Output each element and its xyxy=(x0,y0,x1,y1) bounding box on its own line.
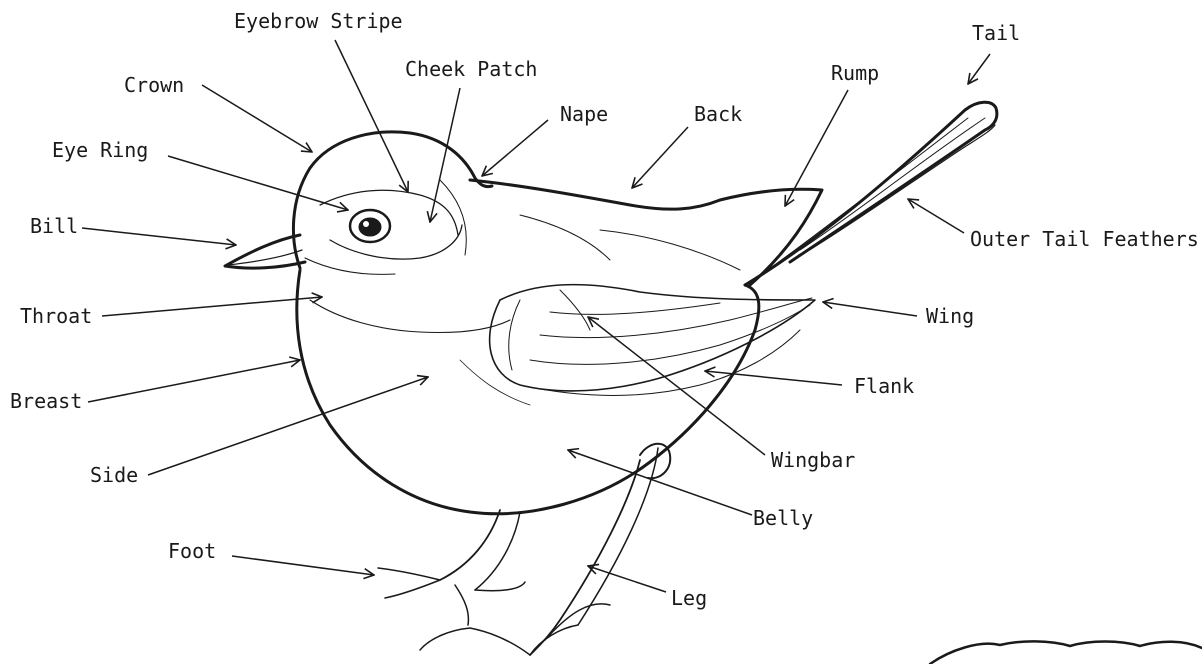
leader-leg xyxy=(588,566,666,592)
leader-back xyxy=(632,127,688,188)
label-leg: Leg xyxy=(671,586,707,610)
leader-tail xyxy=(968,54,990,84)
label-back: Back xyxy=(694,102,742,126)
label-wing: Wing xyxy=(926,304,974,328)
label-belly: Belly xyxy=(753,506,813,530)
label-outer-tail-feathers: Outer Tail Feathers xyxy=(970,227,1199,251)
leader-bill xyxy=(82,228,236,245)
label-nape: Nape xyxy=(560,102,608,126)
leader-nape xyxy=(482,120,548,176)
label-eye-ring: Eye Ring xyxy=(52,138,148,162)
leader-outer-tail-feathers xyxy=(908,199,964,233)
foot-shape xyxy=(378,568,525,625)
leader-throat xyxy=(102,297,322,316)
head-outline xyxy=(293,132,492,268)
label-breast: Breast xyxy=(10,389,82,413)
tail-shape xyxy=(745,102,997,285)
label-eyebrow-stripe: Eyebrow Stripe xyxy=(234,9,403,33)
label-crown: Crown xyxy=(124,73,184,97)
label-foot: Foot xyxy=(168,539,216,563)
leader-cheek-patch xyxy=(430,88,460,222)
leader-wing xyxy=(823,302,917,316)
leader-eye-ring xyxy=(168,156,348,210)
label-tail: Tail xyxy=(972,21,1020,45)
label-side: Side xyxy=(90,463,138,487)
leader-crown xyxy=(202,85,312,152)
eye-shape xyxy=(359,218,381,236)
label-cheek-patch: Cheek Patch xyxy=(405,57,537,81)
leader-foot xyxy=(232,556,374,575)
leader-breast xyxy=(88,360,300,402)
leg-shape xyxy=(530,460,640,655)
leader-eyebrow-stripe xyxy=(335,40,408,192)
leader-side xyxy=(148,377,428,475)
body-outline xyxy=(297,270,759,514)
leader-wingbar xyxy=(588,317,765,455)
label-flank: Flank xyxy=(854,374,914,398)
label-throat: Throat xyxy=(20,304,92,328)
leader-belly xyxy=(568,450,752,515)
label-bill: Bill xyxy=(30,214,78,238)
label-rump: Rump xyxy=(831,61,879,85)
label-wingbar: Wingbar xyxy=(771,448,855,472)
wing-shape xyxy=(490,285,815,391)
